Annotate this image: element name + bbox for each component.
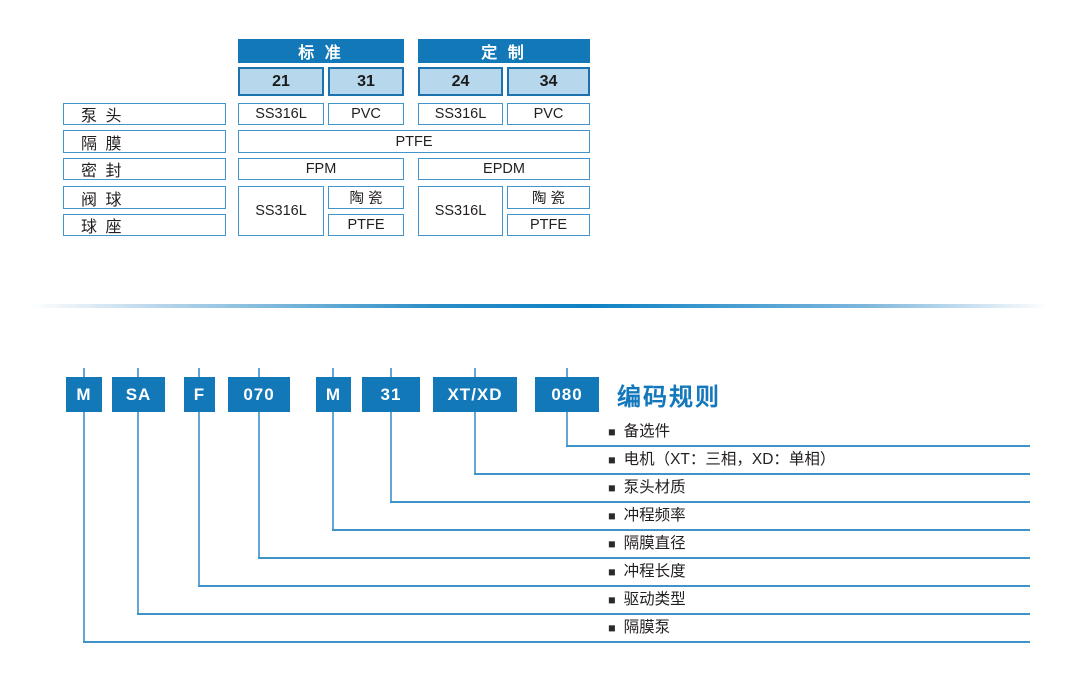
table-cell-ball-seat-31: PTFE xyxy=(328,214,404,236)
legend-item-diaphragm-pump: ■ 隔膜泵 xyxy=(608,617,670,639)
legend-item-diaphragm-diameter: ■ 隔膜直径 xyxy=(608,533,686,555)
bullet-square-icon: ■ xyxy=(608,537,616,551)
connector-vline-31 xyxy=(390,368,392,501)
table-row-label-pump-head: 泵 头 xyxy=(63,103,226,125)
legend-item-label: 驱动类型 xyxy=(623,591,686,608)
legend-item-options: ■ 备选件 xyxy=(608,421,670,443)
table-code-header-34: 34 xyxy=(507,67,590,96)
legend-item-pump-head-material: ■ 泵头材质 xyxy=(608,477,686,499)
connector-vline-f xyxy=(198,368,200,585)
connector-hline-pump xyxy=(83,641,1030,643)
table-cell-pump-head-31: PVC xyxy=(328,103,404,125)
table-row-label-diaphragm: 隔 膜 xyxy=(63,130,226,153)
code-segment-box-sa: SA xyxy=(112,377,165,412)
bullet-square-icon: ■ xyxy=(608,425,616,439)
legend-item-motor: ■ 电机（XT：三相，XD：单相） xyxy=(608,449,835,471)
table-row-label-ball-seat: 球 座 xyxy=(63,214,226,236)
table-group-header-standard: 标 准 xyxy=(238,39,404,63)
bullet-square-icon: ■ xyxy=(608,453,616,467)
bullet-square-icon: ■ xyxy=(608,481,616,495)
bullet-square-icon: ■ xyxy=(608,593,616,607)
code-segment-box-m1: M xyxy=(66,377,102,412)
code-segment-box-xtxd: XT/XD xyxy=(433,377,517,412)
connector-hline-motor xyxy=(474,473,1030,475)
connector-vline-sa xyxy=(137,368,139,613)
table-code-header-21: 21 xyxy=(238,67,324,96)
connector-vline-070 xyxy=(258,368,260,557)
connector-hline-material xyxy=(390,501,1030,503)
connector-hline-frequency xyxy=(332,529,1030,531)
legend-item-label: 冲程长度 xyxy=(623,563,686,580)
table-cell-ball-seat-34: PTFE xyxy=(507,214,590,236)
legend-item-drive-type: ■ 驱动类型 xyxy=(608,589,686,611)
code-segment-box-080: 080 xyxy=(535,377,599,412)
connector-hline-drive xyxy=(137,613,1030,615)
table-cell-valve-21-merged: SS316L xyxy=(238,186,324,236)
legend-item-label: 冲程频率 xyxy=(623,507,686,524)
legend-item-label: 电机（XT：三相，XD：单相） xyxy=(623,451,836,468)
table-cell-valve-24-merged: SS316L xyxy=(418,186,503,236)
table-cell-valve-ball-34: 陶 瓷 xyxy=(507,186,590,209)
table-cell-seal-custom: EPDM xyxy=(418,158,590,180)
table-cell-seal-standard: FPM xyxy=(238,158,404,180)
table-code-header-24: 24 xyxy=(418,67,503,96)
connector-hline-length xyxy=(198,585,1030,587)
table-code-header-31: 31 xyxy=(328,67,404,96)
table-cell-pump-head-21: SS316L xyxy=(238,103,324,125)
connector-vline-m2 xyxy=(332,368,334,529)
code-segment-box-070: 070 xyxy=(228,377,290,412)
bullet-square-icon: ■ xyxy=(608,509,616,523)
bullet-square-icon: ■ xyxy=(608,621,616,635)
legend-item-label: 隔膜泵 xyxy=(623,619,671,636)
table-row-label-valve-ball: 阀 球 xyxy=(63,186,226,209)
table-cell-pump-head-24: SS316L xyxy=(418,103,503,125)
code-segment-box-31: 31 xyxy=(362,377,420,412)
legend-item-label: 备选件 xyxy=(623,423,671,440)
table-row-label-seal: 密 封 xyxy=(63,158,226,180)
connector-hline-diameter xyxy=(258,557,1030,559)
legend-item-stroke-length: ■ 冲程长度 xyxy=(608,561,686,583)
code-segment-box-m2: M xyxy=(316,377,351,412)
table-cell-diaphragm-all: PTFE xyxy=(238,130,590,153)
table-cell-valve-ball-31: 陶 瓷 xyxy=(328,186,404,209)
legend-item-label: 隔膜直径 xyxy=(623,535,686,552)
bullet-square-icon: ■ xyxy=(608,565,616,579)
table-group-header-custom: 定 制 xyxy=(418,39,590,63)
coding-rules-title: 编码规则 xyxy=(617,384,721,411)
connector-vline-xtxd xyxy=(474,368,476,473)
code-segment-box-f: F xyxy=(184,377,215,412)
section-divider xyxy=(30,304,1048,308)
connector-hline-options xyxy=(566,445,1030,447)
connector-vline-m1 xyxy=(83,368,85,641)
legend-item-stroke-frequency: ■ 冲程频率 xyxy=(608,505,686,527)
table-cell-pump-head-34: PVC xyxy=(507,103,590,125)
legend-item-label: 泵头材质 xyxy=(623,479,686,496)
